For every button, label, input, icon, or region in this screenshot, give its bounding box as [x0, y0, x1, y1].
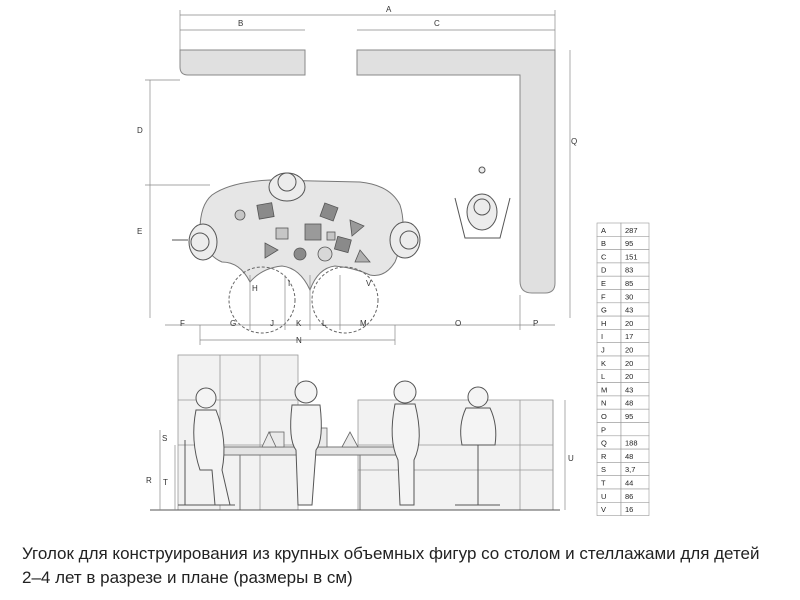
dim-table-value: 20: [625, 372, 633, 381]
dim-table-value-cell: [620, 501, 650, 516]
dim-table-value: 43: [625, 306, 633, 315]
dim-table-key: T: [601, 479, 606, 488]
dim-table-value: 20: [625, 319, 633, 328]
dim-table-value: 83: [625, 266, 633, 275]
dim-table-key: I: [601, 332, 603, 341]
dim-label-A: A: [386, 5, 392, 14]
dim-label-F: F: [180, 319, 185, 328]
dim-label-H: H: [252, 284, 258, 293]
dim-table-key: F: [601, 292, 606, 301]
plan-labels: A B C D E Q F G J K L M O P N H I V: [137, 5, 577, 345]
dim-label-C: C: [434, 19, 440, 28]
dim-table-key: K: [601, 359, 606, 368]
dim-label-Q: Q: [571, 137, 577, 146]
dim-table-key: A: [601, 226, 606, 235]
child-top-view: [268, 172, 306, 202]
dim-table-value: 48: [625, 452, 633, 461]
dim-table-value: 20: [625, 346, 633, 355]
dim-label-E: E: [137, 227, 142, 236]
dim-table-value: 20: [625, 359, 633, 368]
dim-table-value: 44: [625, 479, 633, 488]
dim-table-value: 48: [625, 399, 633, 408]
dim-label-N: N: [296, 336, 302, 345]
dim-table-value: 151: [625, 252, 638, 261]
dim-table-key: C: [601, 252, 607, 261]
dim-table-value: 287: [625, 226, 638, 235]
dim-label-P: P: [533, 319, 538, 328]
dim-label-S: S: [162, 434, 167, 443]
dim-table-key: M: [601, 385, 607, 394]
dim-table-value: 43: [625, 385, 633, 394]
dim-table-key: N: [601, 399, 606, 408]
section-children: [193, 380, 497, 506]
dim-table-key: G: [601, 306, 607, 315]
dim-table-key: L: [601, 372, 605, 381]
dim-table-value: 188: [625, 439, 638, 448]
dim-table-key: O: [601, 412, 607, 421]
dim-table-key: Q: [601, 439, 607, 448]
dim-table-key: S: [601, 465, 606, 474]
child-right-view: [389, 221, 421, 259]
dim-table-value: 95: [625, 412, 633, 421]
dim-table-key: E: [601, 279, 606, 288]
wall-right: [356, 49, 556, 294]
dim-table-value: 86: [625, 492, 633, 501]
chair-clearance-left: [228, 266, 296, 334]
dim-label-B: B: [238, 19, 243, 28]
dim-table-value: 30: [625, 292, 633, 301]
dim-label-V: V: [366, 279, 372, 288]
dim-table-value-cell: [620, 422, 650, 437]
dim-label-M: M: [360, 319, 367, 328]
dim-label-L: L: [322, 319, 327, 328]
figure-caption: Уголок для конструирования из крупных об…: [22, 544, 760, 587]
dim-table-key: H: [601, 319, 606, 328]
dim-table-key: U: [601, 492, 606, 501]
blocks-on-table: [234, 202, 371, 263]
dim-table-key: P: [601, 425, 606, 434]
section-view: S R T U: [146, 354, 574, 511]
dim-label-R: R: [146, 476, 152, 485]
wall-left: [179, 49, 306, 76]
dim-table-value: 17: [625, 332, 633, 341]
plan-view: [145, 10, 571, 345]
section-dimension-lines: [159, 400, 566, 510]
dim-label-I: I: [288, 279, 290, 288]
dim-table-value: 3,7: [625, 465, 635, 474]
dim-table-value: 85: [625, 279, 633, 288]
dim-table-key: R: [601, 452, 607, 461]
dim-label-U: U: [568, 454, 574, 463]
dim-label-J: J: [270, 319, 274, 328]
dim-table-key: J: [601, 346, 605, 355]
dim-label-G: G: [230, 319, 236, 328]
section-chairs: [178, 440, 500, 506]
dim-table-key: V: [601, 505, 606, 514]
play-table: [199, 179, 404, 292]
dim-label-T: T: [163, 478, 168, 487]
plan-dimension-lines: [145, 10, 571, 345]
dim-label-D: D: [137, 126, 143, 135]
child-left-view: [172, 223, 218, 261]
dim-table-value: 95: [625, 239, 633, 248]
dim-table-key: B: [601, 239, 606, 248]
chair-clearance-right: [311, 266, 379, 334]
dim-table-value: 16: [625, 505, 633, 514]
dim-table-key: D: [601, 266, 607, 275]
dim-label-O: O: [455, 319, 461, 328]
standing-child-top-view: [454, 166, 511, 239]
dim-label-K: K: [296, 319, 302, 328]
